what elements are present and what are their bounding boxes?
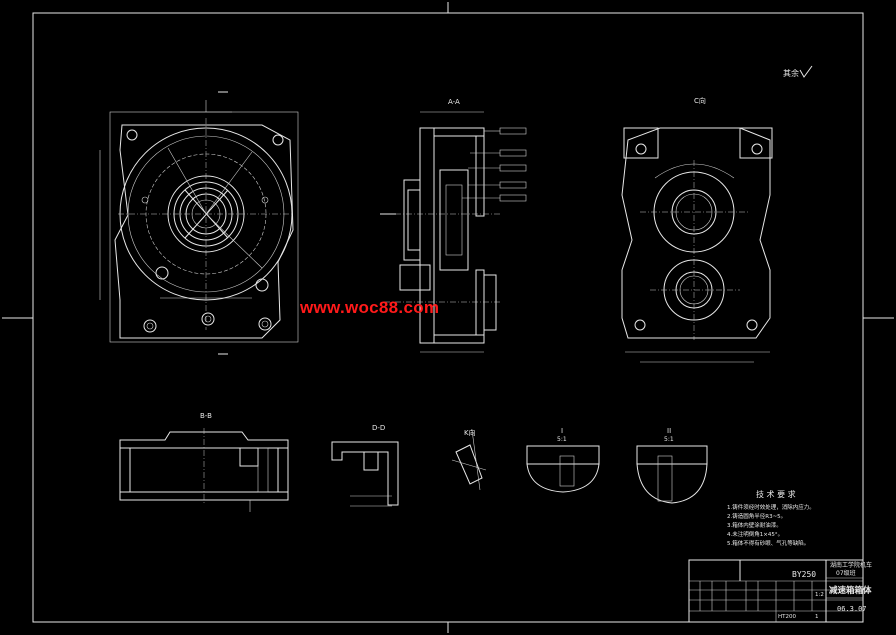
tech-req-item: 5.箱体不得有砂眼、气孔等缺陷。 xyxy=(727,539,809,547)
view-c: C向 xyxy=(621,96,773,363)
section-dd-label: D-D xyxy=(372,424,385,432)
roughness-note: 其余 xyxy=(783,65,813,78)
school-name: 湖南工学院机车 xyxy=(830,561,872,569)
quantity-value: 1 xyxy=(815,614,819,620)
section-aa-label: A-A xyxy=(448,98,460,106)
section-bb: B-B xyxy=(119,412,289,512)
tech-requirements: 技 术 要 求 1.铸件须经时效处理，消除内应力。 2.铸造圆角半径R3~5。 … xyxy=(727,489,815,547)
drawing-number: BY250 xyxy=(792,570,816,579)
detail-1: I 5:1 xyxy=(526,427,600,493)
class-name: 07级班 xyxy=(836,569,856,577)
view-k: K向 xyxy=(451,428,487,491)
material-value: HT200 xyxy=(778,614,796,620)
front-view xyxy=(99,91,299,355)
watermark: www.woc88.com xyxy=(300,298,440,317)
section-aa: A-A xyxy=(380,98,527,353)
detail-2: II 5:1 xyxy=(636,427,708,504)
section-dd: D-D xyxy=(331,424,399,507)
view-c-label: C向 xyxy=(694,96,706,105)
part-name: 减速箱箱体 xyxy=(829,585,872,596)
tech-req-heading: 技 术 要 求 xyxy=(756,489,796,499)
tech-req-item: 1.铸件须经时效处理，消除内应力。 xyxy=(727,503,815,511)
tech-req-item: 4.未注明倒角1×45°。 xyxy=(727,530,783,538)
view-k-label: K向 xyxy=(464,428,476,437)
detail-2-scale: 5:1 xyxy=(664,436,674,443)
roughness-note-text: 其余 xyxy=(783,68,799,78)
detail-1-scale: 5:1 xyxy=(557,436,567,443)
detail-1-label: I xyxy=(561,427,563,435)
tech-req-item: 2.铸造圆角半径R3~5。 xyxy=(727,512,786,520)
scale-value: 1:2 xyxy=(815,592,824,598)
drawing-date: 06.3.07 xyxy=(837,605,867,613)
tech-req-item: 3.箱体内壁涂耐油漆。 xyxy=(727,521,782,529)
section-bb-label: B-B xyxy=(200,412,212,420)
detail-2-label: II xyxy=(667,427,671,435)
title-block: BY250 湖南工学院机车 07级班 减速箱箱体 1:2 1 HT200 06.… xyxy=(688,559,872,623)
